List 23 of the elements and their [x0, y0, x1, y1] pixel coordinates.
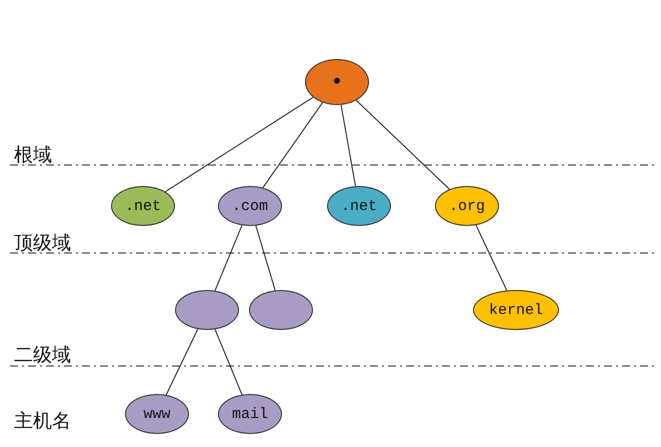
- connector-line: [476, 224, 508, 291]
- level-label: 二级域: [14, 343, 71, 368]
- connector-line: [255, 225, 276, 291]
- connector-line: [356, 100, 450, 190]
- level-label: 根域: [14, 143, 52, 168]
- node-label: www: [143, 406, 170, 422]
- connector-line: [262, 102, 324, 188]
- level-label: 主机名: [14, 409, 71, 434]
- node-label: mail: [232, 406, 268, 422]
- domain-ellipse: [305, 59, 369, 105]
- connector-line: [164, 96, 314, 192]
- node-label: .com: [232, 198, 268, 214]
- node-label: •: [330, 70, 344, 94]
- connector-line: [214, 328, 242, 396]
- node-label: .org: [448, 198, 485, 214]
- node-label: .net: [340, 198, 377, 214]
- connector-line: [166, 328, 198, 396]
- level-label: 顶级域: [14, 231, 71, 256]
- node-label: kernel: [488, 302, 543, 318]
- connector-line: [340, 104, 356, 187]
- node-label: .net: [124, 198, 161, 214]
- connector-line: [214, 224, 242, 292]
- domain-ellipse: [111, 186, 175, 226]
